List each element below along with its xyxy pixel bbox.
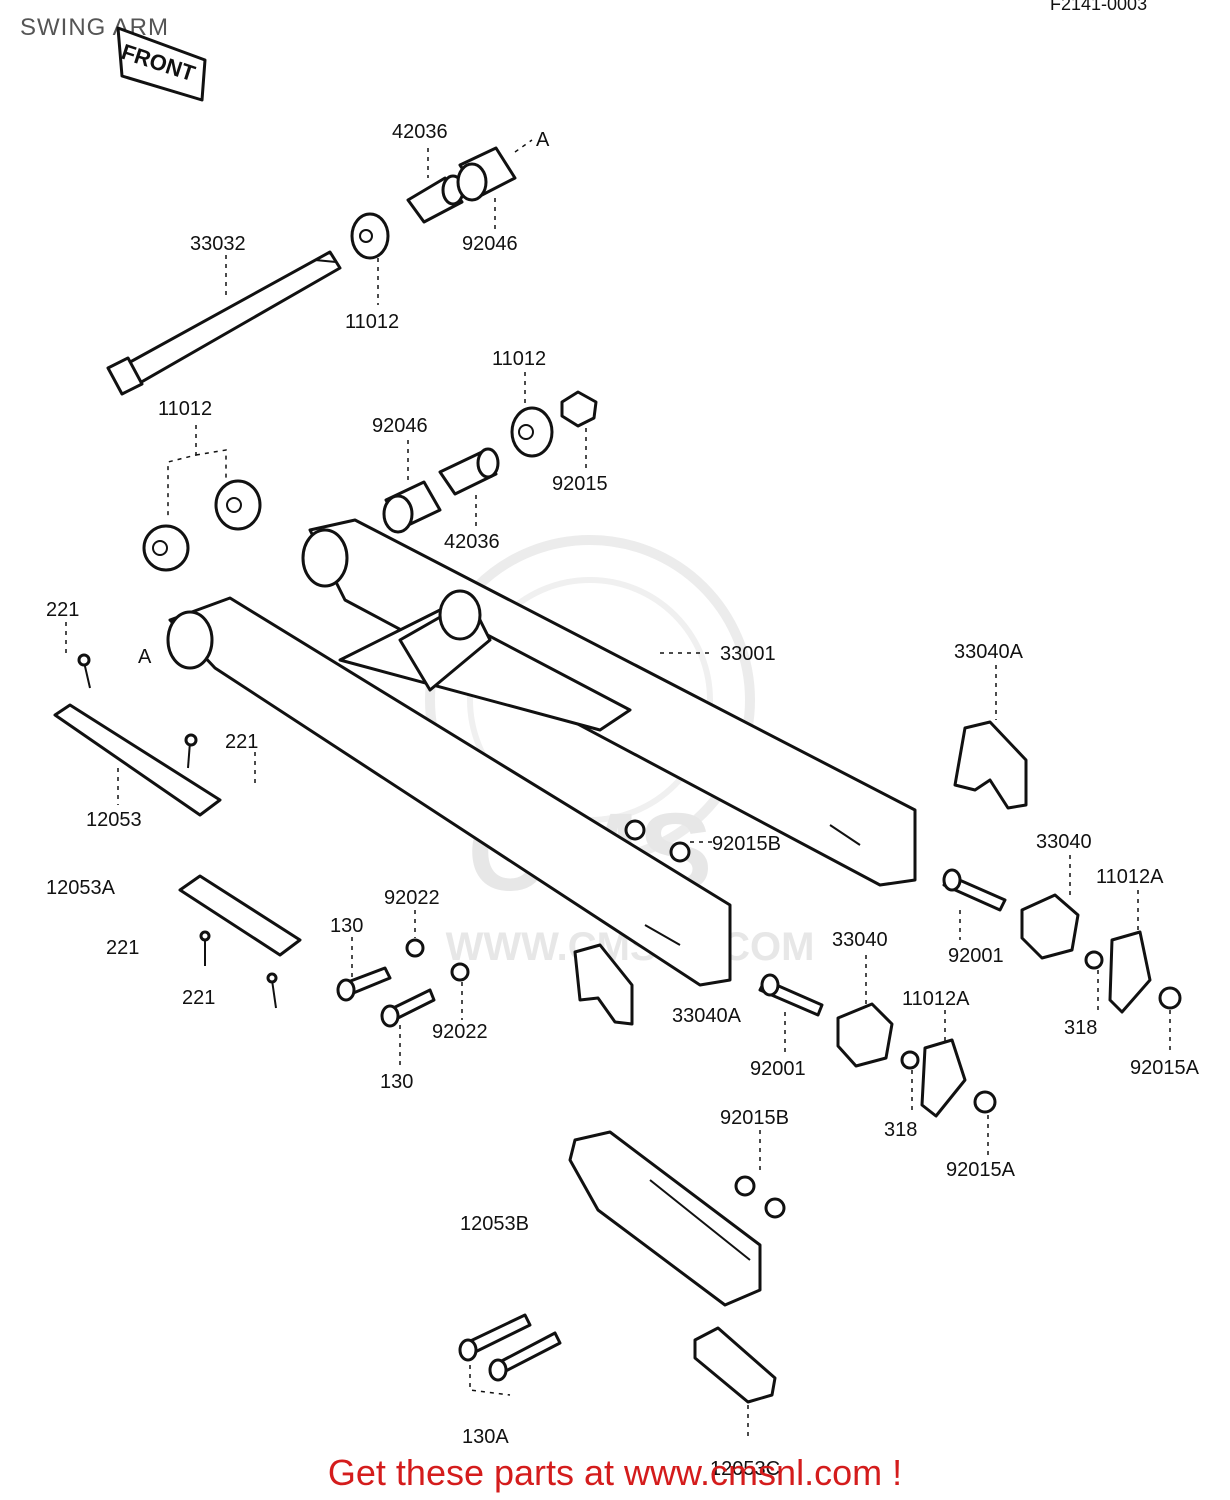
callout-33001: 33001 bbox=[720, 643, 776, 665]
adjuster-plate-33040a-mid bbox=[573, 943, 634, 1026]
callout-130-bottom: 130 bbox=[380, 1071, 413, 1093]
bolts-130 bbox=[336, 966, 436, 1028]
callout-12053b: 12053B bbox=[460, 1213, 529, 1235]
seal-11012-top bbox=[350, 212, 390, 260]
callout-92022-top: 92022 bbox=[384, 887, 440, 909]
washers-92022 bbox=[405, 938, 470, 982]
callout-11012-mid: 11012 bbox=[492, 348, 546, 370]
chain-guide-12053b bbox=[568, 1130, 762, 1307]
callout-12053: 12053 bbox=[86, 809, 142, 831]
callout-33040-right: 33040 bbox=[1036, 831, 1092, 853]
callout-92001-right: 92001 bbox=[948, 945, 1004, 967]
nuts-92015b-bottom bbox=[734, 1175, 786, 1219]
bolts-130a bbox=[458, 1313, 562, 1382]
callout-92015b-bottom: 92015B bbox=[720, 1107, 789, 1129]
seals-11012-left bbox=[142, 479, 262, 572]
callout-11012a-right: 11012A bbox=[1096, 866, 1164, 888]
callout-221-d: 221 bbox=[182, 987, 215, 1009]
callout-130-top: 130 bbox=[330, 915, 363, 937]
pivot-shaft bbox=[106, 250, 342, 396]
callout-33040-mid: 33040 bbox=[832, 929, 888, 951]
front-direction-marker: FRONT bbox=[116, 26, 207, 102]
leader-lines bbox=[65, 139, 1171, 1440]
bushing-92046-mid bbox=[382, 480, 442, 534]
washers-318 bbox=[900, 950, 1104, 1070]
callout-11012-top: 11012 bbox=[345, 311, 399, 333]
callout-labels: 42036 A 92046 33032 11012 11012 11012 92… bbox=[46, 121, 1200, 1480]
callout-92015a-right: 92015A bbox=[1130, 1057, 1200, 1079]
callout-221-b: 221 bbox=[225, 731, 258, 753]
callout-12053c: 12053C bbox=[710, 1458, 780, 1480]
callout-33040a-right: 33040A bbox=[954, 641, 1024, 663]
callout-42036-top: 42036 bbox=[392, 121, 448, 143]
callout-92015: 92015 bbox=[552, 473, 608, 495]
bushing-92046-top bbox=[456, 146, 517, 202]
callout-42036-mid: 42036 bbox=[444, 531, 500, 553]
callout-33032: 33032 bbox=[190, 233, 246, 255]
swing-arm-body bbox=[166, 518, 917, 987]
callout-130a: 130A bbox=[462, 1426, 509, 1448]
callout-11012a-mid: 11012A bbox=[902, 988, 970, 1010]
adjuster-plate-33040a-right bbox=[953, 720, 1028, 810]
plate-11012a-mid bbox=[920, 1038, 967, 1118]
callout-a-top: A bbox=[536, 129, 550, 151]
figure-code: F2141-0003 bbox=[1050, 0, 1148, 14]
callout-92015a-mid: 92015A bbox=[946, 1159, 1016, 1181]
callout-11012-left: 11012 bbox=[158, 398, 212, 420]
callout-92046-top: 92046 bbox=[462, 233, 518, 255]
screws-221 bbox=[77, 653, 278, 1009]
nut-92015 bbox=[560, 390, 598, 428]
callout-33040a-mid: 33040A bbox=[672, 1005, 742, 1027]
callout-221-c: 221 bbox=[106, 937, 139, 959]
callout-92046-mid: 92046 bbox=[372, 415, 428, 437]
promo-banner: Get these parts at www.cmsnl.com ! bbox=[327, 1452, 903, 1493]
callout-a-left: A bbox=[138, 646, 152, 668]
collar-42036-mid bbox=[438, 447, 500, 496]
callout-92022-bottom: 92022 bbox=[432, 1021, 488, 1043]
nuts-92015a bbox=[973, 986, 1182, 1114]
block-33040-mid bbox=[836, 1002, 894, 1068]
callout-12053a: 12053A bbox=[46, 877, 116, 899]
callout-221-a: 221 bbox=[46, 599, 79, 621]
callout-92001-mid: 92001 bbox=[750, 1058, 806, 1080]
chain-guide-12053a bbox=[178, 874, 302, 957]
slider-12053c bbox=[693, 1326, 777, 1404]
bolt-92001-mid bbox=[758, 973, 824, 1017]
nuts-92015b-mid bbox=[624, 819, 691, 863]
block-33040-right bbox=[1020, 893, 1080, 960]
bolt-92001-right bbox=[942, 868, 1007, 912]
callout-318-mid: 318 bbox=[884, 1119, 917, 1141]
collar-42036-top bbox=[406, 174, 465, 224]
chain-guide-12053 bbox=[53, 703, 222, 817]
callout-318-right: 318 bbox=[1064, 1017, 1097, 1039]
seal-11012-mid bbox=[510, 406, 554, 458]
callout-92015b-mid: 92015B bbox=[712, 833, 781, 855]
plate-11012a-right bbox=[1108, 930, 1152, 1014]
